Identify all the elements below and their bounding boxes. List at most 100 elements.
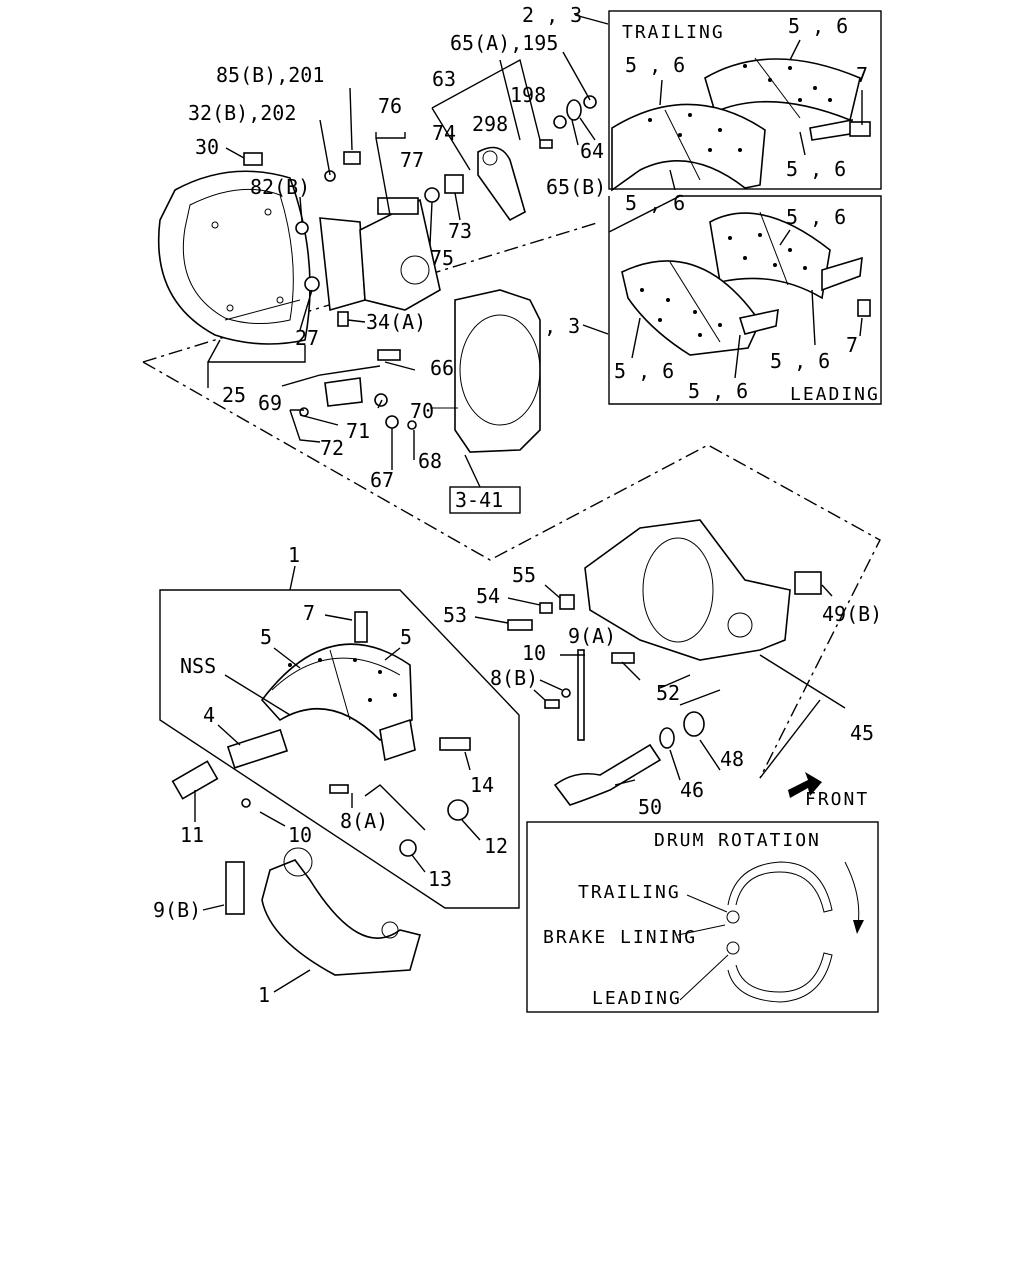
label-73: 73 (448, 219, 472, 243)
brake-housing (584, 519, 822, 661)
front-arrow-icon (788, 772, 822, 798)
label-32b-202: 32(B),202 (188, 101, 296, 125)
label-trailing-7: 7 (856, 63, 868, 87)
washer-10-lower (241, 798, 251, 808)
label-72: 72 (320, 436, 344, 460)
label-trailing-56-d: 5 , 6 (625, 191, 685, 215)
label-leading-56-c: 5 , 6 (688, 379, 748, 403)
plug-64 (566, 99, 582, 121)
ring-13 (399, 839, 417, 857)
label-85b-201: 85(B),201 (216, 63, 324, 87)
rotation-arrow-icon (844, 861, 864, 934)
grease-34a (337, 311, 349, 327)
label-54: 54 (476, 584, 500, 608)
label-2-3-top: 2 , 3 (522, 3, 582, 27)
pin-8a (329, 784, 349, 794)
bolt-85b (343, 151, 361, 165)
grease-27 (304, 276, 320, 292)
label-9a: 9(A) (568, 624, 616, 648)
bushing-73 (444, 174, 464, 194)
camshaft-50 (553, 743, 662, 806)
trailing-inset: TRAILING 5 , 6 5 , 6 7 5 , 6 5 , 6 (608, 10, 882, 215)
label-1-top: 1 (288, 543, 300, 567)
leading-title: LEADING (790, 384, 880, 405)
label-77: 77 (400, 148, 424, 172)
ref-box-3-41 (449, 486, 521, 514)
roller-4 (226, 728, 289, 769)
label-leading-56-b: 5 , 6 (614, 359, 674, 383)
label-50: 50 (638, 795, 662, 819)
label-46: 46 (680, 778, 704, 802)
seal-48 (683, 711, 705, 737)
label-leading-56-a: 5 , 6 (786, 205, 846, 229)
bushing-12 (447, 799, 469, 821)
bolt-30 (243, 152, 263, 166)
leading-inset: 5 , 6 7 5 , 6 5 , 6 5 , 6 LEADING (608, 195, 882, 405)
trailing-title: TRAILING (622, 22, 725, 43)
washer-75 (424, 187, 440, 203)
label-10-lower: 10 (288, 823, 312, 847)
rotation-brake-lining: BRAKE LINING (543, 927, 697, 948)
label-4: 4 (203, 703, 215, 727)
bolt-53 (507, 619, 533, 631)
label-7: 7 (303, 601, 315, 625)
label-14: 14 (470, 773, 494, 797)
label-75: 75 (430, 246, 454, 270)
label-82b: 82(B) (250, 175, 310, 199)
label-8a: 8(A) (340, 809, 388, 833)
washer-46 (659, 727, 675, 749)
nut-82b (295, 221, 309, 235)
label-68: 68 (418, 449, 442, 473)
label-52: 52 (656, 681, 680, 705)
label-34a: 34(A) (366, 310, 426, 334)
label-leading-56-d: 5 , 6 (770, 349, 830, 373)
pin-8b (544, 699, 560, 709)
label-45: 45 (850, 721, 874, 745)
label-11: 11 (180, 823, 204, 847)
label-12: 12 (484, 834, 508, 858)
label-8b: 8(B) (490, 666, 538, 690)
label-76: 76 (378, 94, 402, 118)
label-trailing-56-a: 5 , 6 (788, 14, 848, 38)
drum-rotation-inset: DRUM ROTATION TRAILING BRAKE LINING LEAD… (526, 821, 879, 1013)
label-9b: 9(B) (153, 898, 201, 922)
rotation-leading: LEADING (592, 988, 682, 1009)
label-13: 13 (428, 867, 452, 891)
plate-55 (559, 594, 575, 610)
slack-adjuster (477, 146, 526, 222)
spring-9b (225, 861, 245, 915)
label-74: 74 (432, 121, 456, 145)
label-front: FRONT (805, 789, 869, 810)
label-leading-7: 7 (846, 333, 858, 357)
label-65a-195: 65(A),195 (450, 31, 558, 55)
label-53: 53 (443, 603, 467, 627)
camshaft-bracket (319, 197, 441, 312)
label-71: 71 (346, 419, 370, 443)
label-3-41: 3-41 (455, 488, 503, 512)
label-298: 298 (472, 112, 508, 136)
label-trailing-56-c: 5 , 6 (786, 157, 846, 181)
pin-11 (171, 760, 219, 800)
bushing-49b (794, 571, 822, 595)
label-64: 64 (580, 139, 604, 163)
brake-chamber (430, 289, 541, 453)
label-30: 30 (195, 135, 219, 159)
label-5-right: 5 (400, 625, 412, 649)
label-65b: 65(B) (546, 175, 606, 199)
washer-10-upper (561, 688, 571, 698)
pin-14 (439, 737, 471, 751)
washer-54 (539, 602, 553, 614)
rotation-trailing: TRAILING (578, 882, 681, 903)
label-70: 70 (410, 399, 434, 423)
clevis-group (299, 349, 417, 430)
brake-shoe-lower (261, 847, 421, 976)
label-67: 67 (370, 468, 394, 492)
bolt-52 (611, 652, 635, 664)
label-nss: NSS (180, 654, 216, 678)
label-trailing-56-b: 5 , 6 (625, 53, 685, 77)
rotation-title: DRUM ROTATION (654, 830, 821, 851)
label-49b: 49(B) (822, 602, 882, 626)
pin-9a (577, 649, 585, 741)
ring-195 (583, 95, 597, 109)
